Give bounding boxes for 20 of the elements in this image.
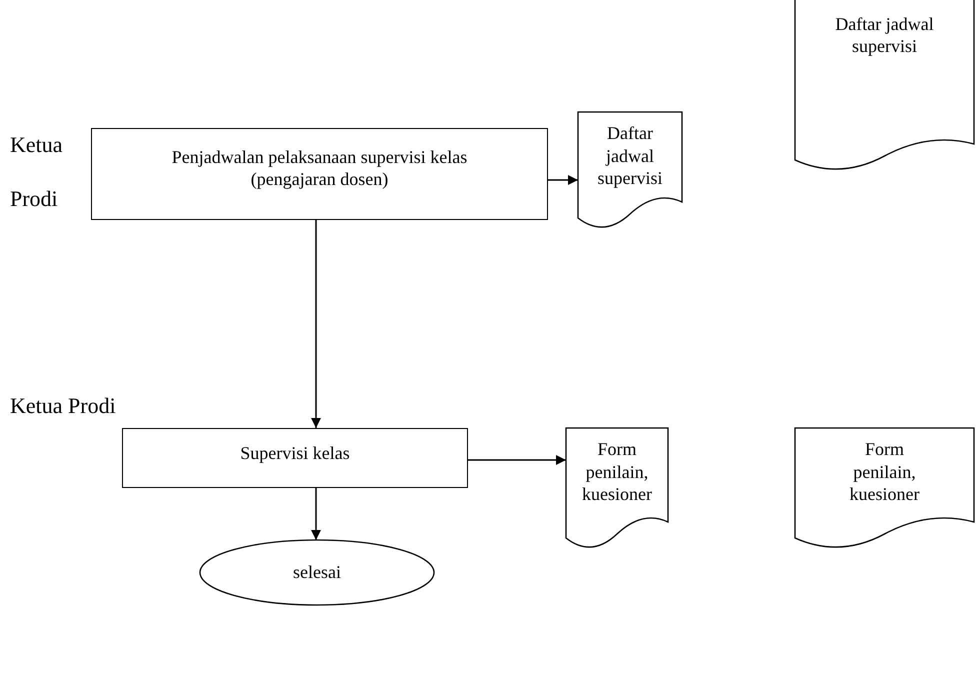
node-text: Form penilain, kuesioner — [581, 438, 653, 506]
arrow — [311, 488, 321, 540]
node-text: selesai — [293, 561, 341, 584]
actor-label: Ketua Prodi — [10, 395, 117, 417]
actor-label: Ketua Prodi — [10, 131, 64, 213]
node-text: Daftar jadwal supervisi — [834, 12, 935, 58]
document-shape — [566, 428, 668, 550]
arrow — [468, 455, 566, 465]
node-text: Supervisi kelas — [240, 442, 350, 464]
arrow — [311, 220, 321, 428]
document-shape — [795, 428, 974, 550]
node-text: Daftar jadwal supervisi — [596, 122, 664, 190]
process-box — [122, 428, 468, 488]
process-box — [91, 128, 548, 220]
arrow — [548, 175, 578, 185]
node-text: Penjadwalan pelaksanaan supervisi kelas (pengajaran dosen) — [170, 146, 468, 190]
document-shape — [578, 112, 682, 230]
document-shape — [795, 0, 974, 172]
terminator-ellipse — [200, 540, 434, 605]
node-text: Form penilain, kuesioner — [848, 438, 920, 506]
